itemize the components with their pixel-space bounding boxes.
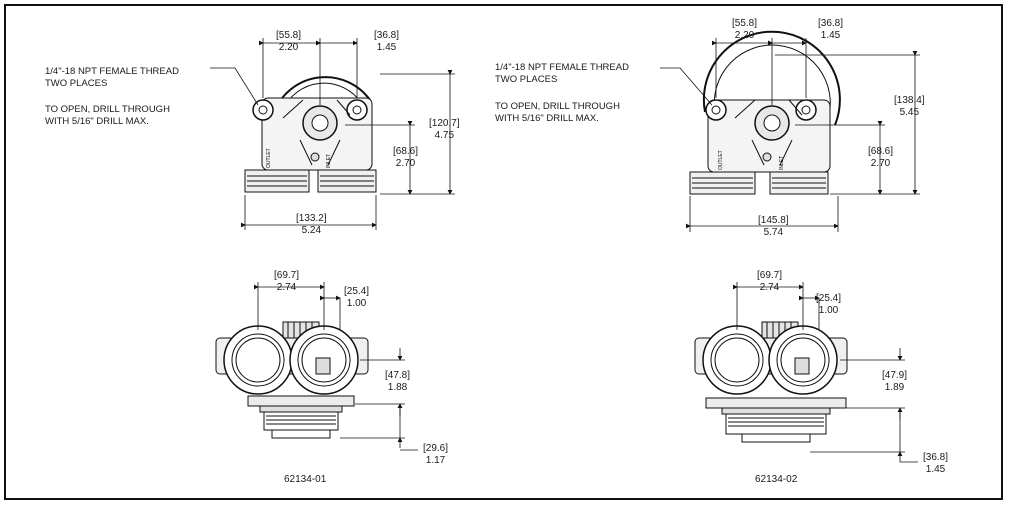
port-label-outlet-left: OUTLET: [266, 148, 272, 168]
drill-note-left-line2: WITH 5/16" DRILL MAX.: [45, 116, 149, 127]
port-label-outlet-right: OUTLET: [718, 150, 724, 170]
dim-bottom-left-d: [29.6]1.17: [423, 443, 449, 466]
dim-top-right-b: [36.8]1.45: [818, 18, 844, 41]
dim-top-right-port-height: [68.6]2.70: [868, 146, 894, 169]
valve-bottom-right-view: [694, 321, 848, 443]
dim-top-left-b: [36.8]1.45: [374, 30, 400, 53]
dim-bottom-left-a: [69.7]2.74: [274, 270, 300, 293]
dim-top-left-port-height: [68.6]2.70: [393, 146, 419, 169]
dim-bottom-right-d: [36.8]1.45: [923, 452, 949, 475]
dimension-lines-bottom-right: [733, 282, 918, 463]
dim-top-right-height: [138.4]5.45: [894, 95, 925, 118]
drill-note-right: TO OPEN, DRILL THROUGH WITH 5/16" DRILL …: [495, 101, 620, 125]
dim-bottom-left-c: [47.8]1.88: [385, 370, 411, 393]
part-number-left: 62134-01: [284, 474, 327, 485]
dim-bottom-left-b: [25.4]1.00: [344, 286, 370, 309]
valve-bottom-left-view: [215, 321, 369, 439]
dimension-lines-top-right: [660, 38, 920, 232]
part-number-right: 62134-02: [755, 474, 798, 485]
drawing-frame: [4, 4, 1003, 500]
thread-note-left: 1/4"-18 NPT FEMALE THREAD TWO PLACES: [45, 66, 179, 90]
thread-note-right-line2: TWO PLACES: [495, 74, 558, 85]
valve-top-left-view: [244, 76, 377, 193]
dim-bottom-right-c: [47.9]1.89: [882, 370, 908, 393]
valve-top-right-view: [689, 30, 841, 195]
dim-bottom-right-b: [25.4]1.00: [816, 293, 842, 316]
dimension-lines-top-left: [210, 38, 455, 230]
dim-top-left-a: [55.8]2.20: [276, 30, 302, 53]
dim-top-left-width: [133.2]5.24: [296, 213, 327, 236]
dim-bottom-right-a: [69.7]2.74: [757, 270, 783, 293]
thread-note-right: 1/4"-18 NPT FEMALE THREAD TWO PLACES: [495, 62, 629, 86]
thread-note-left-line2: TWO PLACES: [45, 78, 108, 89]
port-label-inlet-left: INLET: [326, 154, 332, 168]
dim-top-right-a: [55.8]2.20: [732, 18, 758, 41]
drill-note-right-line2: WITH 5/16" DRILL MAX.: [495, 113, 599, 124]
port-label-inlet-right: INLET: [779, 156, 785, 170]
drill-note-right-line1: TO OPEN, DRILL THROUGH: [495, 101, 620, 112]
drill-note-left-line1: TO OPEN, DRILL THROUGH: [45, 104, 170, 115]
drill-note-left: TO OPEN, DRILL THROUGH WITH 5/16" DRILL …: [45, 104, 170, 128]
dim-top-right-width: [145.8]5.74: [758, 215, 789, 238]
thread-note-right-line1: 1/4"-18 NPT FEMALE THREAD: [495, 62, 629, 73]
dim-top-left-height: [120.7]4.75: [429, 118, 460, 141]
thread-note-left-line1: 1/4"-18 NPT FEMALE THREAD: [45, 66, 179, 77]
dimension-lines-bottom-left: [254, 282, 418, 451]
